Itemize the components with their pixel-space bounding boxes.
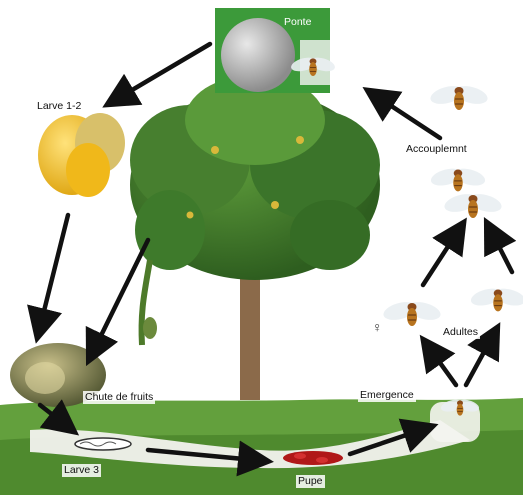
arrow-male-to-mating	[488, 225, 512, 272]
label-ponte: Ponte	[284, 17, 311, 28]
fruit-fly-icon	[469, 286, 523, 312]
larva-icon	[75, 438, 131, 450]
label-accouplement: Accouplemnt	[404, 143, 469, 156]
label-pupe: Pupe	[296, 475, 325, 488]
label-larve-1-2: Larve 1-2	[35, 100, 83, 113]
label-larve-3: Larve 3	[62, 464, 101, 477]
label-adultes: Adultes	[441, 326, 480, 339]
female-symbol: ♀	[372, 320, 383, 334]
ponte-image	[215, 8, 336, 93]
pupa-icon	[283, 451, 343, 465]
arrow-mating-to-ponte	[370, 92, 440, 138]
arrow-larve-to-chute	[38, 215, 68, 335]
label-emergence: Emergence	[358, 389, 416, 402]
label-chute-de-fruits: Chute de fruits	[83, 391, 155, 404]
fruit-fly-icon	[443, 191, 504, 218]
fruit-fly-icon	[429, 166, 487, 192]
arrow-female-to-mating	[423, 225, 462, 285]
arrow-ponte-to-larve	[110, 44, 210, 103]
arrow-emergence-to-female	[425, 342, 456, 385]
mango-fruit-icon	[38, 113, 125, 197]
fruit-fly-icon	[382, 299, 443, 326]
fruit-fly-icon	[429, 83, 490, 110]
